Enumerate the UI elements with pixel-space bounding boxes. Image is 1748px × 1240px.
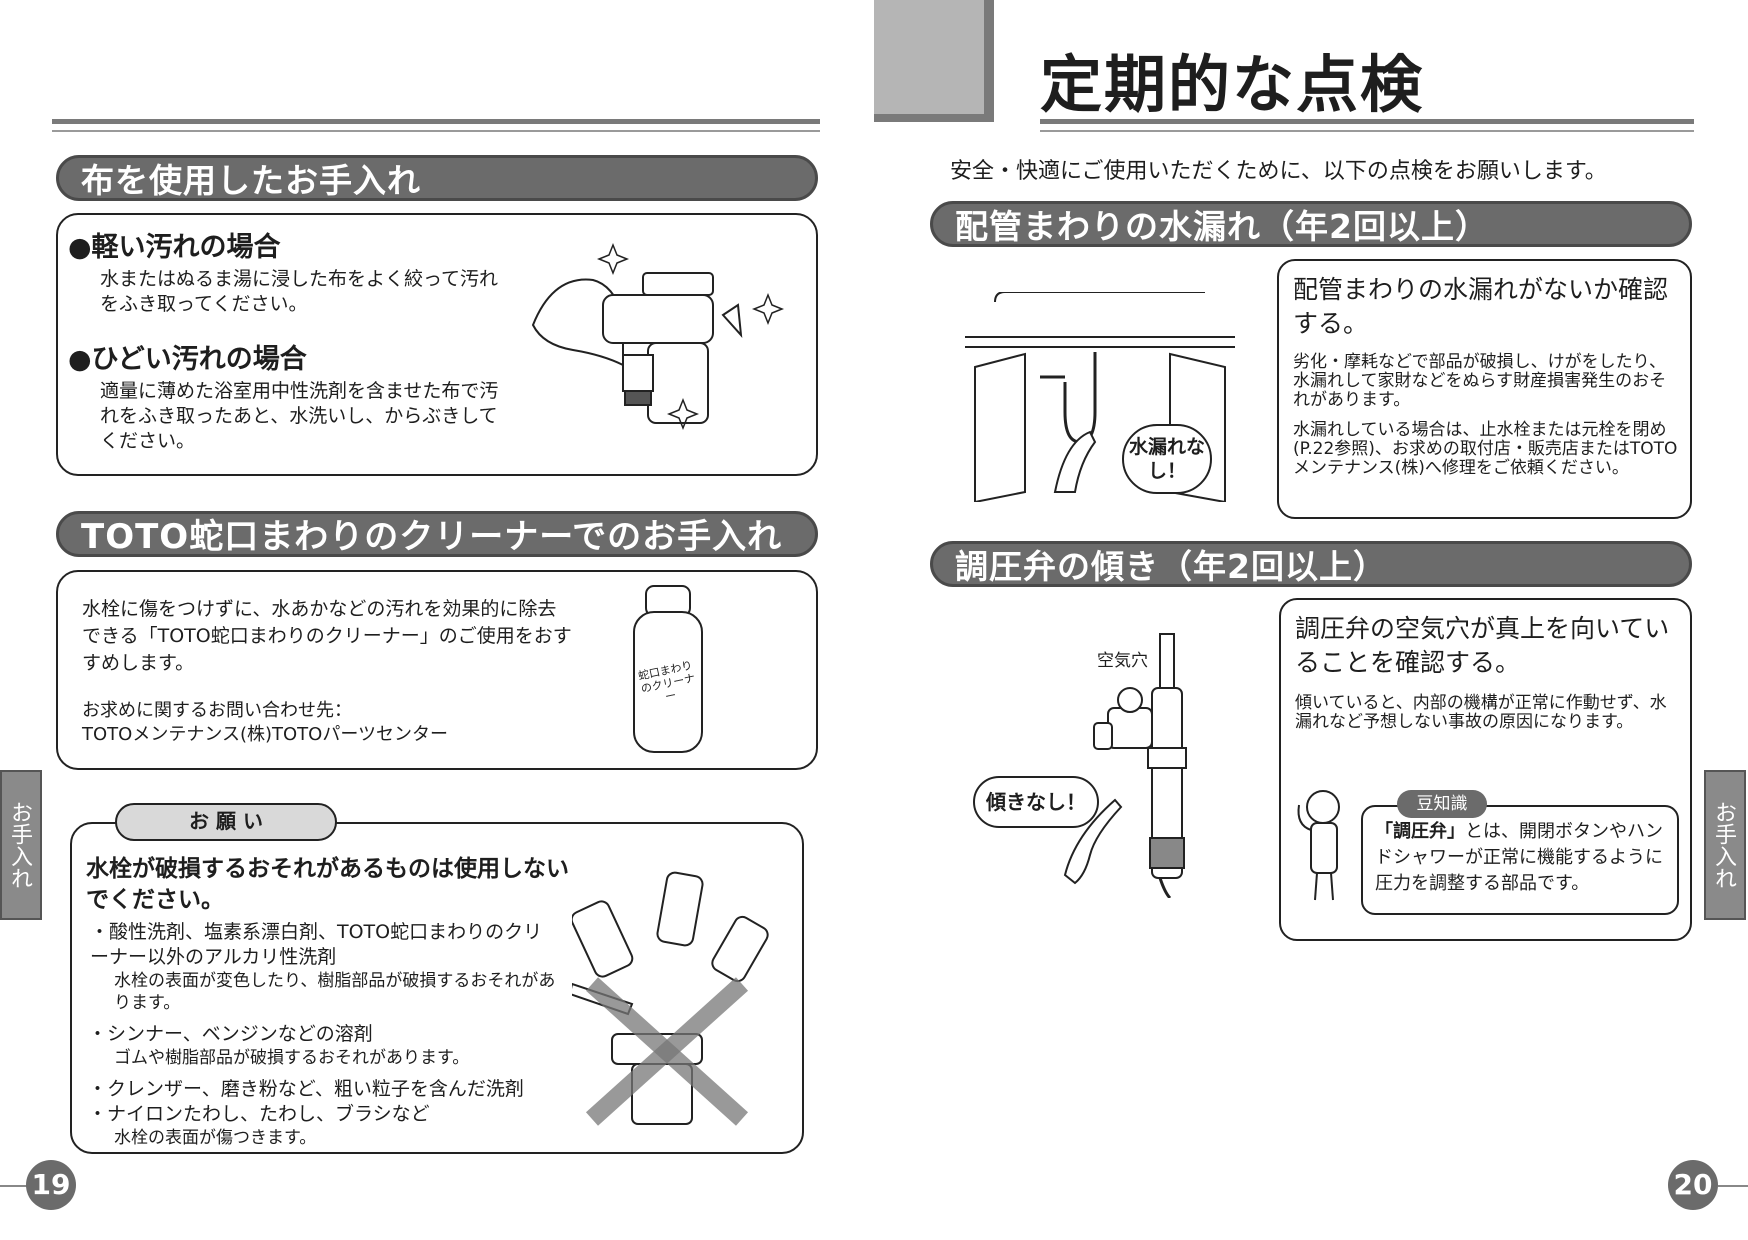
request-item-2: ・シンナー、ベンジンなどの溶剤 xyxy=(88,1023,373,1045)
title-rule xyxy=(1040,119,1694,124)
tip-box: 「調圧弁」とは、開閉ボタンやハンドシャワーが正常に機能するように圧力を調整する部… xyxy=(1361,805,1679,915)
light-dirt-heading: ●軽い汚れの場合 xyxy=(68,232,281,263)
heavy-dirt-heading: ●ひどい汚れの場合 xyxy=(68,344,307,375)
cloth-care-box: ●軽い汚れの場合 水またはぬるま湯に浸した布をよく絞って汚れをふき取ってください… xyxy=(56,213,818,476)
no-leak-bubble: 水漏れなし！ xyxy=(1122,424,1212,494)
cleaner-text: 水栓に傷をつけずに、水あかなどの汚れを効果的に除去できる「TOTO蛇口まわりのク… xyxy=(82,598,572,674)
intro-text: 安全・快適にご使用いただくために、以下の点検をお願いします。 xyxy=(950,159,1607,184)
cleaner-bottle-illustration xyxy=(633,585,703,753)
light-dirt-text: 水またはぬるま湯に浸した布をよく絞って汚れをふき取ってください。 xyxy=(100,268,499,315)
request-list: ・酸性洗剤、塩素系漂白剤、TOTO蛇口まわりのクリーナー以外のアルカリ性洗剤 水… xyxy=(88,920,558,1149)
page-number-rule-left xyxy=(0,1185,28,1187)
tip-tab: 豆知識 xyxy=(1397,790,1487,818)
page-title: 定期的な点検 xyxy=(1040,48,1425,121)
section-title-leak: 配管まわりの水漏れ（年2回以上） xyxy=(930,201,1692,247)
page-number-left: 19 xyxy=(26,1160,76,1210)
page-number-right: 20 xyxy=(1668,1160,1718,1210)
tip-body: とは、開閉ボタンやハンドシャワーが正常に機能するように圧力を調整する部品です。 xyxy=(1375,821,1663,894)
pressure-valve-illustration xyxy=(1093,633,1187,898)
page-number-rule-right xyxy=(1718,1185,1748,1187)
section-title-cleaner: TOTO蛇口まわりのクリーナーでのお手入れ xyxy=(56,511,818,557)
heavy-dirt-text: 適量に薄めた浴室用中性洗剤を含ませた布で汚れをふき取ったあと、水洗いし、からぶき… xyxy=(100,380,499,452)
request-tab: お 願 い xyxy=(115,803,337,841)
leak-check-text-2: 水漏れしている場合は、止水栓または元栓を閉め(P.22参照)、お求めの取付店・販… xyxy=(1293,420,1678,478)
pointing-hand-icon xyxy=(1063,798,1123,885)
section-title-valve: 調圧弁の傾き（年2回以上） xyxy=(930,541,1692,587)
valve-check-box: 調圧弁の空気穴が真上を向いていることを確認する。 傾いていると、内部の機構が正常… xyxy=(1279,598,1692,941)
inquiry-label: お求めに関するお問い合わせ先： xyxy=(82,700,352,721)
title-decoration-block xyxy=(874,0,994,122)
request-item-3: ・クレンザー、磨き粉など、粗い粒子を含んだ洗剤 xyxy=(88,1078,524,1100)
top-rule xyxy=(52,119,820,124)
side-tab-right[interactable]: お手入れ xyxy=(1704,770,1746,920)
section-title-cloth: 布を使用したお手入れ xyxy=(56,155,818,201)
title-rule-thin xyxy=(1040,130,1694,132)
valve-check-text: 傾いていると、内部の機構が正常に作動せず、水漏れなど予想しない事故の原因になりま… xyxy=(1295,693,1667,732)
leak-check-box: 配管まわりの水漏れがないか確認する。 劣化・摩耗などで部品が破損し、けがをしたり… xyxy=(1277,259,1692,519)
request-item-1: ・酸性洗剤、塩素系漂白剤、TOTO蛇口まわりのクリーナー以外のアルカリ性洗剤 xyxy=(90,921,543,968)
leak-check-text-1: 劣化・摩耗などで部品が破損し、けがをしたり、水漏れして家財などをぬらす財産損害発… xyxy=(1293,352,1667,410)
request-item-4-note: 水栓の表面が傷つきます。 xyxy=(114,1128,317,1148)
request-item-2-note: ゴムや樹脂部品が破損するおそれがあります。 xyxy=(114,1048,470,1068)
inquiry-value: TOTOメンテナンス(株)TOTOパーツセンター xyxy=(82,724,448,745)
prohibited-items-illustration xyxy=(572,871,769,1126)
no-tilt-bubble: 傾きなし！ xyxy=(973,776,1099,828)
top-rule-thin xyxy=(52,130,820,132)
request-heading: 水栓が破損するおそれがあるものは使用しないでください。 xyxy=(86,856,569,913)
tip-term: 「調圧弁」 xyxy=(1375,821,1465,842)
cleaner-box: 水栓に傷をつけずに、水あかなどの汚れを効果的に除去できる「TOTO蛇口まわりのク… xyxy=(56,570,818,770)
air-hole-label: 空気穴 xyxy=(1097,651,1148,671)
request-box: 水栓が破損するおそれがあるものは使用しないでください。 ・酸性洗剤、塩素系漂白剤… xyxy=(70,822,804,1154)
side-tab-left[interactable]: お手入れ xyxy=(0,770,42,920)
request-item-4: ・ナイロンたわし、たわし、ブラシなど xyxy=(88,1103,430,1125)
valve-check-heading: 調圧弁の空気穴が真上を向いていることを確認する。 xyxy=(1295,614,1670,677)
tip-text: 「調圧弁」とは、開閉ボタンやハンドシャワーが正常に機能するように圧力を調整する部… xyxy=(1375,819,1669,897)
request-item-1-note: 水栓の表面が変色したり、樹脂部品が破損するおそれがあります。 xyxy=(114,971,556,1013)
leak-check-heading: 配管まわりの水漏れがないか確認する。 xyxy=(1293,275,1669,338)
faucet-cloth-illustration xyxy=(531,242,785,431)
doctor-character-illustration xyxy=(1297,790,1340,901)
